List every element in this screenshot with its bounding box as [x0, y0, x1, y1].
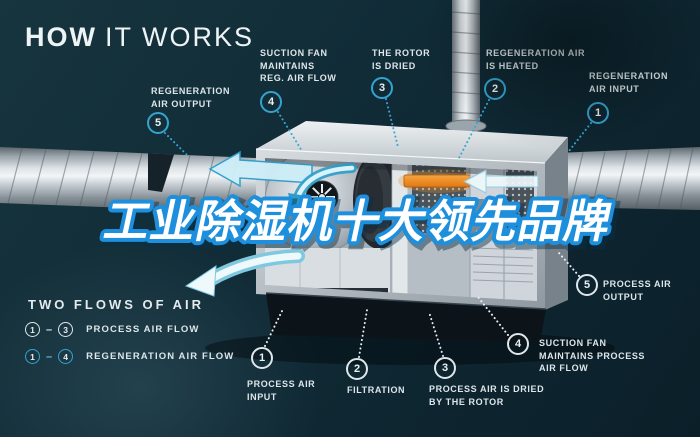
watermark-text: 工业除湿机十大领先品牌 工业除湿机十大领先品牌	[96, 192, 625, 254]
leader-lines	[164, 98, 592, 358]
callout-label-regeneration-air-output: REGENERATION AIR OUTPUT	[151, 86, 231, 109]
legend-row-process: 1 – 3 PROCESS AIR FLOW	[25, 322, 199, 337]
legend-row-regeneration: 1 – 4 REGENERATION AIR FLOW	[25, 349, 234, 364]
callout-label-suction-fan-reg: SUCTION FAN MAINTAINS REG. AIR FLOW	[260, 48, 337, 84]
step-badge-process-5: 5	[576, 274, 598, 296]
callout-label-filtration: FILTRATION	[347, 385, 406, 395]
callout-label-process-air-input: PROCESS AIR INPUT	[247, 379, 316, 402]
step-badge-regen-3: 3	[371, 77, 393, 99]
heater-element	[403, 174, 471, 188]
legend-dash: –	[46, 323, 53, 336]
step-badge-regen-2: 2	[484, 78, 506, 100]
callout-label-rotor-dried: THE ROTOR IS DRIED	[372, 48, 431, 71]
callout-label-regeneration-air-input: REGENERATION AIR INPUT	[589, 71, 669, 94]
callout-label-process-air-output: PROCESS AIR OUTPUT	[603, 279, 672, 302]
cabinet-right-face	[545, 137, 568, 310]
callout-label-suction-fan-process: SUCTION FAN MAINTAINS PROCESS AIR FLOW	[539, 338, 646, 374]
legend-badge-process-start: 1	[25, 322, 40, 337]
left-duct	[0, 147, 256, 213]
legend-label-regeneration: REGENERATION AIR FLOW	[86, 351, 235, 362]
svg-text:工业除湿机十大领先品牌: 工业除湿机十大领先品牌	[103, 199, 620, 249]
legend-heading: TWO FLOWS OF AIR	[28, 297, 205, 312]
svg-text:工业除湿机十大领先品牌: 工业除湿机十大领先品牌	[100, 196, 617, 246]
duct-cutout	[148, 153, 174, 192]
legend-dash: –	[46, 350, 53, 363]
airflow-arrows	[184, 150, 539, 297]
regen-output-arrow	[208, 150, 313, 188]
vertical-duct	[445, 0, 487, 133]
callout-label-regeneration-air-heated: REGENERATION AIR IS HEATED	[486, 48, 586, 71]
legend-badge-regen-end: 4	[58, 349, 74, 364]
fan-icon	[305, 180, 339, 214]
step-badge-process-3: 3	[434, 357, 456, 379]
dehumidifier-unit	[255, 121, 568, 343]
title-strong: HOW	[25, 22, 97, 52]
step-badge-regen-4: 4	[260, 91, 282, 113]
step-badge-process-2: 2	[346, 358, 368, 380]
legend-label-process: PROCESS AIR FLOW	[86, 324, 200, 335]
regen-input-arrow	[462, 169, 539, 194]
title-light: IT WORKS	[104, 22, 254, 52]
step-badge-regen-1: 1	[587, 102, 609, 124]
legend-badge-regen-start: 1	[25, 349, 40, 364]
step-badge-process-1: 1	[251, 347, 273, 369]
legend-badge-process-end: 3	[58, 322, 74, 337]
step-badge-regen-5: 5	[147, 112, 169, 134]
callout-label-process-air-dried: PROCESS AIR IS DRIED BY THE ROTOR	[429, 384, 545, 407]
step-badge-process-4: 4	[507, 333, 529, 355]
